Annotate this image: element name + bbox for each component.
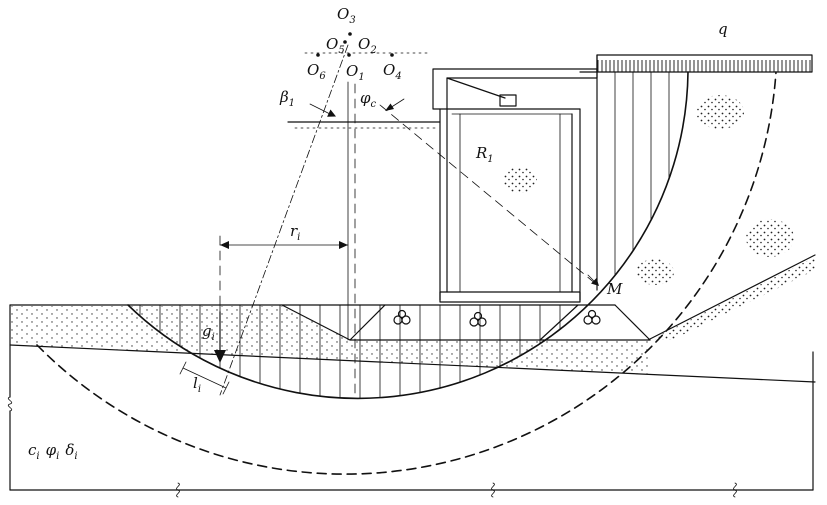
center-label-o2-sub: 2 (369, 45, 376, 56)
surcharge-label-q: q (718, 20, 728, 38)
soil-param-delta-sub: i (74, 451, 77, 462)
ri-arrowhead-left (220, 241, 229, 249)
backfill-stipple-patch (696, 95, 744, 129)
lever-arm-label-ri-sub: i (297, 232, 300, 243)
soil-param-delta: δ (65, 441, 74, 459)
caisson-partitions (459, 113, 561, 293)
m-pointer-arrowhead (591, 278, 599, 286)
center-label-o3-main: O (337, 5, 349, 23)
slip-circle-solid (127, 71, 689, 400)
break-mark (491, 482, 495, 498)
center-label-o4-main: O (383, 61, 395, 79)
angle-label-phi-c-main: φ (360, 89, 371, 107)
circle-center-dot (343, 40, 347, 44)
soil-param-c-sub: i (36, 451, 39, 462)
rubble-symbol (393, 309, 411, 325)
radius-label-r1: R1 (475, 144, 494, 165)
center-label-o5-sub: 5 (338, 45, 344, 56)
circle-center-dot (316, 53, 320, 57)
slice-length-label-li: li (193, 374, 201, 395)
slice-radius-line (219, 44, 349, 396)
slice-weight-label-gi-main: g (202, 322, 212, 340)
center-label-o5: O5 (326, 35, 345, 56)
break-mark (176, 482, 180, 498)
left-break-mark (7, 396, 13, 412)
center-label-o3-sub: 3 (349, 15, 355, 26)
lever-arm-label-ri-main: r (290, 222, 298, 240)
caisson-base-slab (439, 291, 581, 303)
center-label-o4: O4 (383, 61, 402, 82)
surcharge-hatch (597, 60, 812, 72)
center-label-o1-main: O (346, 62, 358, 80)
angle-label-beta1: β1 (279, 88, 295, 109)
center-label-o1-sub: 1 (358, 72, 364, 83)
slip-circle-dashed (36, 71, 777, 475)
rubble-bed-toe (539, 304, 651, 341)
cap-slope-line (446, 77, 506, 99)
angle-label-phi-c-sub: c (371, 99, 377, 110)
slice-weight-label-gi: gi (202, 322, 215, 343)
phi-arrowhead (385, 103, 394, 111)
center-label-o6: O6 (307, 61, 326, 82)
soil-param-phi: φ (46, 441, 57, 459)
radius-line-to-m (379, 104, 597, 285)
center-label-o3: O3 (337, 5, 356, 26)
beta-arrow-line (309, 103, 331, 115)
circle-center-dot (348, 32, 352, 36)
center-label-o6-main: O (307, 61, 319, 79)
break-mark (733, 482, 737, 498)
soil-param-c: c (28, 441, 37, 459)
li-dimension-ticks (179, 361, 230, 395)
rubble-symbol (469, 311, 487, 327)
angle-label-phi-c: φc (360, 89, 377, 110)
center-label-o1: O1 (346, 62, 365, 83)
rubble-symbol (583, 309, 601, 325)
angle-label-beta1-main: β (279, 88, 289, 106)
center-label-o6-sub: 6 (319, 71, 326, 82)
circle-center-dot (390, 53, 394, 57)
li-dimension-line (182, 367, 227, 389)
beta-arrowhead (327, 109, 336, 117)
radius-label-r1-main: R (475, 144, 487, 162)
soil-layer-boundary (9, 344, 816, 383)
soil-param-phi-sub: i (56, 451, 59, 462)
slice-weight-label-gi-sub: i (212, 332, 215, 343)
gi-arrowhead (214, 350, 226, 363)
slice-length-label-li-main: l (193, 374, 198, 392)
lever-arm-label-ri: ri (290, 222, 300, 243)
radius-label-r1-sub: 1 (487, 154, 493, 165)
cap-bollard-block (499, 94, 517, 107)
backfill-stipple-patch (636, 259, 674, 285)
slope-stipple (650, 257, 815, 340)
backfill-stipple-patch (746, 219, 794, 257)
center-label-o2-main: O (358, 35, 370, 53)
circle-center-dot (347, 53, 351, 57)
center-label-o4-sub: 4 (394, 71, 401, 82)
ri-arrowhead-right (339, 241, 348, 249)
point-label-m: M (606, 280, 623, 298)
caisson-fill-stipple-patch (503, 167, 537, 193)
angle-label-beta1-sub: 1 (289, 98, 295, 109)
center-label-o5-main: O (326, 35, 338, 53)
center-label-o2: O2 (358, 35, 377, 56)
slice-length-label-li-sub: i (198, 384, 201, 395)
backfill-slope-line (647, 254, 816, 341)
